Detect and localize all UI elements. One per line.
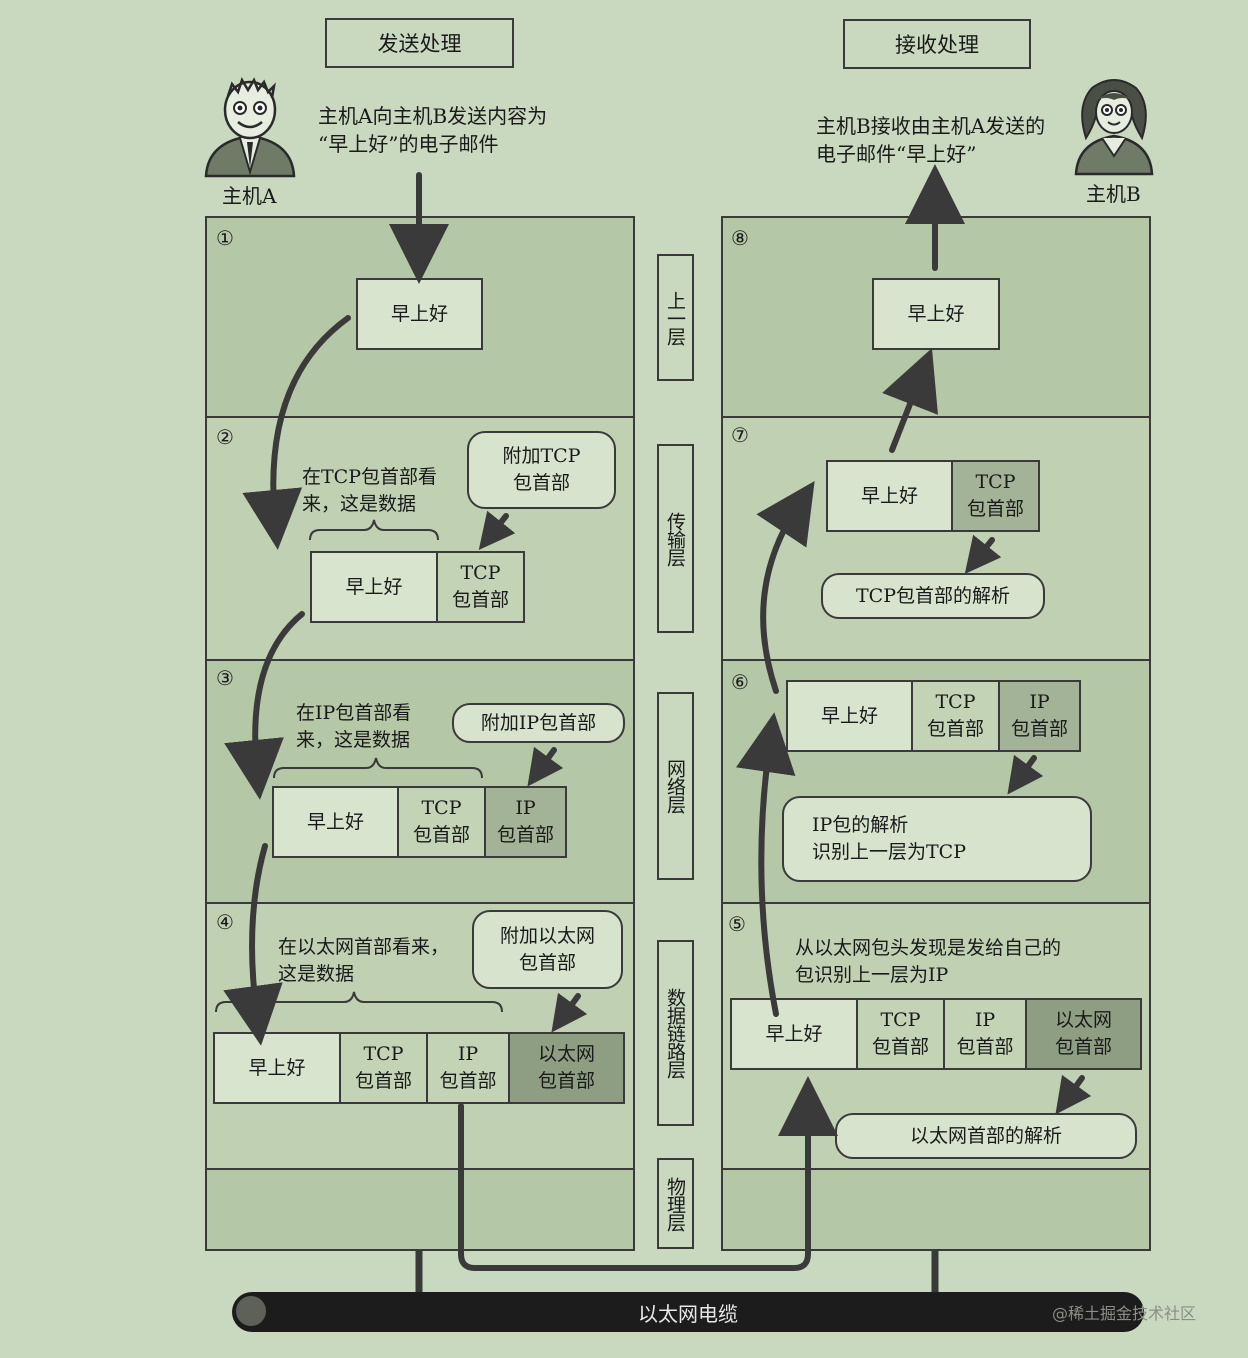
step-3: ③ (216, 666, 234, 690)
brace-send-4 (215, 991, 503, 1013)
arrow-send-1-to-2 (242, 315, 351, 550)
send-4-eth-view-note: 在以太网首部看来， 这是数据 (278, 936, 450, 985)
send-2-add-tcp-pill: 附加TCP 包首部 (467, 431, 616, 509)
recv-5-ip-header: IP 包首部 (943, 998, 1027, 1070)
recv-7-tcp-parse-pill: TCP包首部的解析 (821, 573, 1045, 619)
step-6: ⑥ (731, 670, 749, 694)
send-2-add-tcp-text: 附加TCP 包首部 (502, 445, 581, 494)
host-b-label: 主机B (1086, 182, 1141, 206)
recv-6-data: 早上好 (786, 680, 913, 752)
recv-7-data: 早上好 (826, 460, 953, 532)
watermark: @稀土掘金技术社区 (1052, 1304, 1197, 1323)
arrow-eth-parse (1055, 1074, 1092, 1115)
send-1-data: 早上好 (356, 278, 483, 350)
recv-5-eth-found-note: 从以太网包头发现是发给自己的 包识别上一层为IP (795, 937, 1062, 986)
arrow-add-ip (527, 746, 564, 787)
send-4-ip-header: IP 包首部 (426, 1032, 510, 1104)
arrow-add-tcp (478, 510, 516, 551)
arrow-recv-7-to-8 (882, 348, 938, 453)
brace-send-3 (273, 757, 483, 779)
recv-5-tcp-header: TCP 包首部 (856, 998, 945, 1070)
send-3-add-ip-pill: 附加IP包首部 (452, 703, 625, 743)
arrow-ip-parse (1007, 754, 1044, 795)
send-3-ip-view-note: 在IP包首部看 来，这是数据 (296, 702, 412, 751)
recv-5-eth-header: 以太网 包首部 (1025, 998, 1142, 1070)
send-3-ip-header: IP 包首部 (484, 786, 567, 858)
step-5: ⑤ (728, 912, 746, 936)
send-2-data: 早上好 (310, 551, 438, 623)
layer-transport: 传输层 (657, 444, 694, 633)
layer-datalink: 数据链路层 (657, 940, 694, 1126)
arrow-add-eth (551, 992, 588, 1033)
send-4-eth-header: 以太网 包首部 (508, 1032, 625, 1104)
arrow-tcp-parse (964, 534, 1002, 575)
recv-5-data: 早上好 (730, 998, 858, 1070)
step-1: ① (216, 226, 234, 250)
arrow-send-3-to-4 (223, 843, 283, 1046)
host-a-label: 主机A (222, 184, 277, 208)
recv-7-tcp-parse-text: TCP包首部的解析 (856, 584, 1010, 607)
step-7: ⑦ (731, 423, 749, 447)
recv-8-data: 早上好 (872, 278, 1000, 350)
send-2-tcp-header: TCP 包首部 (436, 551, 525, 623)
recv-7-tcp-header: TCP 包首部 (951, 460, 1040, 532)
recv-band-physical (723, 1168, 1149, 1249)
arrow-recv-5-to-6 (736, 712, 796, 1017)
person-icon-host-b (1074, 79, 1154, 176)
layer-network: 网络层 (657, 692, 694, 880)
layer-physical: 物理层 (657, 1158, 694, 1249)
ethernet-cable-label: 以太网电缆 (638, 1301, 738, 1326)
recv-5-eth-parse-text: 以太网首部的解析 (909, 1124, 1062, 1147)
cable-end-cap (234, 1294, 268, 1328)
arrow-cable-transfer (458, 1076, 838, 1271)
person-icon-host-a (204, 77, 296, 178)
send-band-physical (207, 1168, 633, 1249)
receive-header: 接收处理 (843, 19, 1031, 69)
recv-6-ip-parse-text: IP包的解析 识别上一层为TCP (812, 814, 966, 863)
recv-6-ip-header: IP 包首部 (998, 680, 1081, 752)
layer-upper: 上一层 (657, 254, 694, 381)
host-b-message: 主机B接收由主机A发送的 电子邮件“早上好” (816, 114, 1046, 166)
step-8: ⑧ (731, 226, 749, 250)
arrow-send-2-to-3 (224, 611, 305, 800)
step-4: ④ (216, 910, 234, 934)
send-header: 发送处理 (325, 18, 514, 68)
arrow-recv-6-to-7 (756, 481, 815, 694)
send-4-add-eth-pill: 附加以太网 包首部 (472, 910, 623, 989)
send-4-add-eth-text: 附加以太网 包首部 (499, 924, 595, 974)
ethernet-cable: 以太网电缆 (232, 1292, 1144, 1332)
recv-5-eth-parse-pill: 以太网首部的解析 (835, 1113, 1137, 1159)
recv-6-ip-parse-pill: IP包的解析 识别上一层为TCP (782, 796, 1092, 882)
step-2: ② (216, 425, 234, 449)
host-a-message: 主机A向主机B发送内容为 “早上好”的电子邮件 (318, 104, 548, 156)
send-2-tcp-view-note: 在TCP包首部看 来，这是数据 (302, 466, 437, 515)
brace-send-2 (309, 519, 439, 541)
send-3-tcp-header: TCP 包首部 (397, 786, 486, 858)
send-3-add-ip-text: 附加IP包首部 (480, 711, 597, 734)
